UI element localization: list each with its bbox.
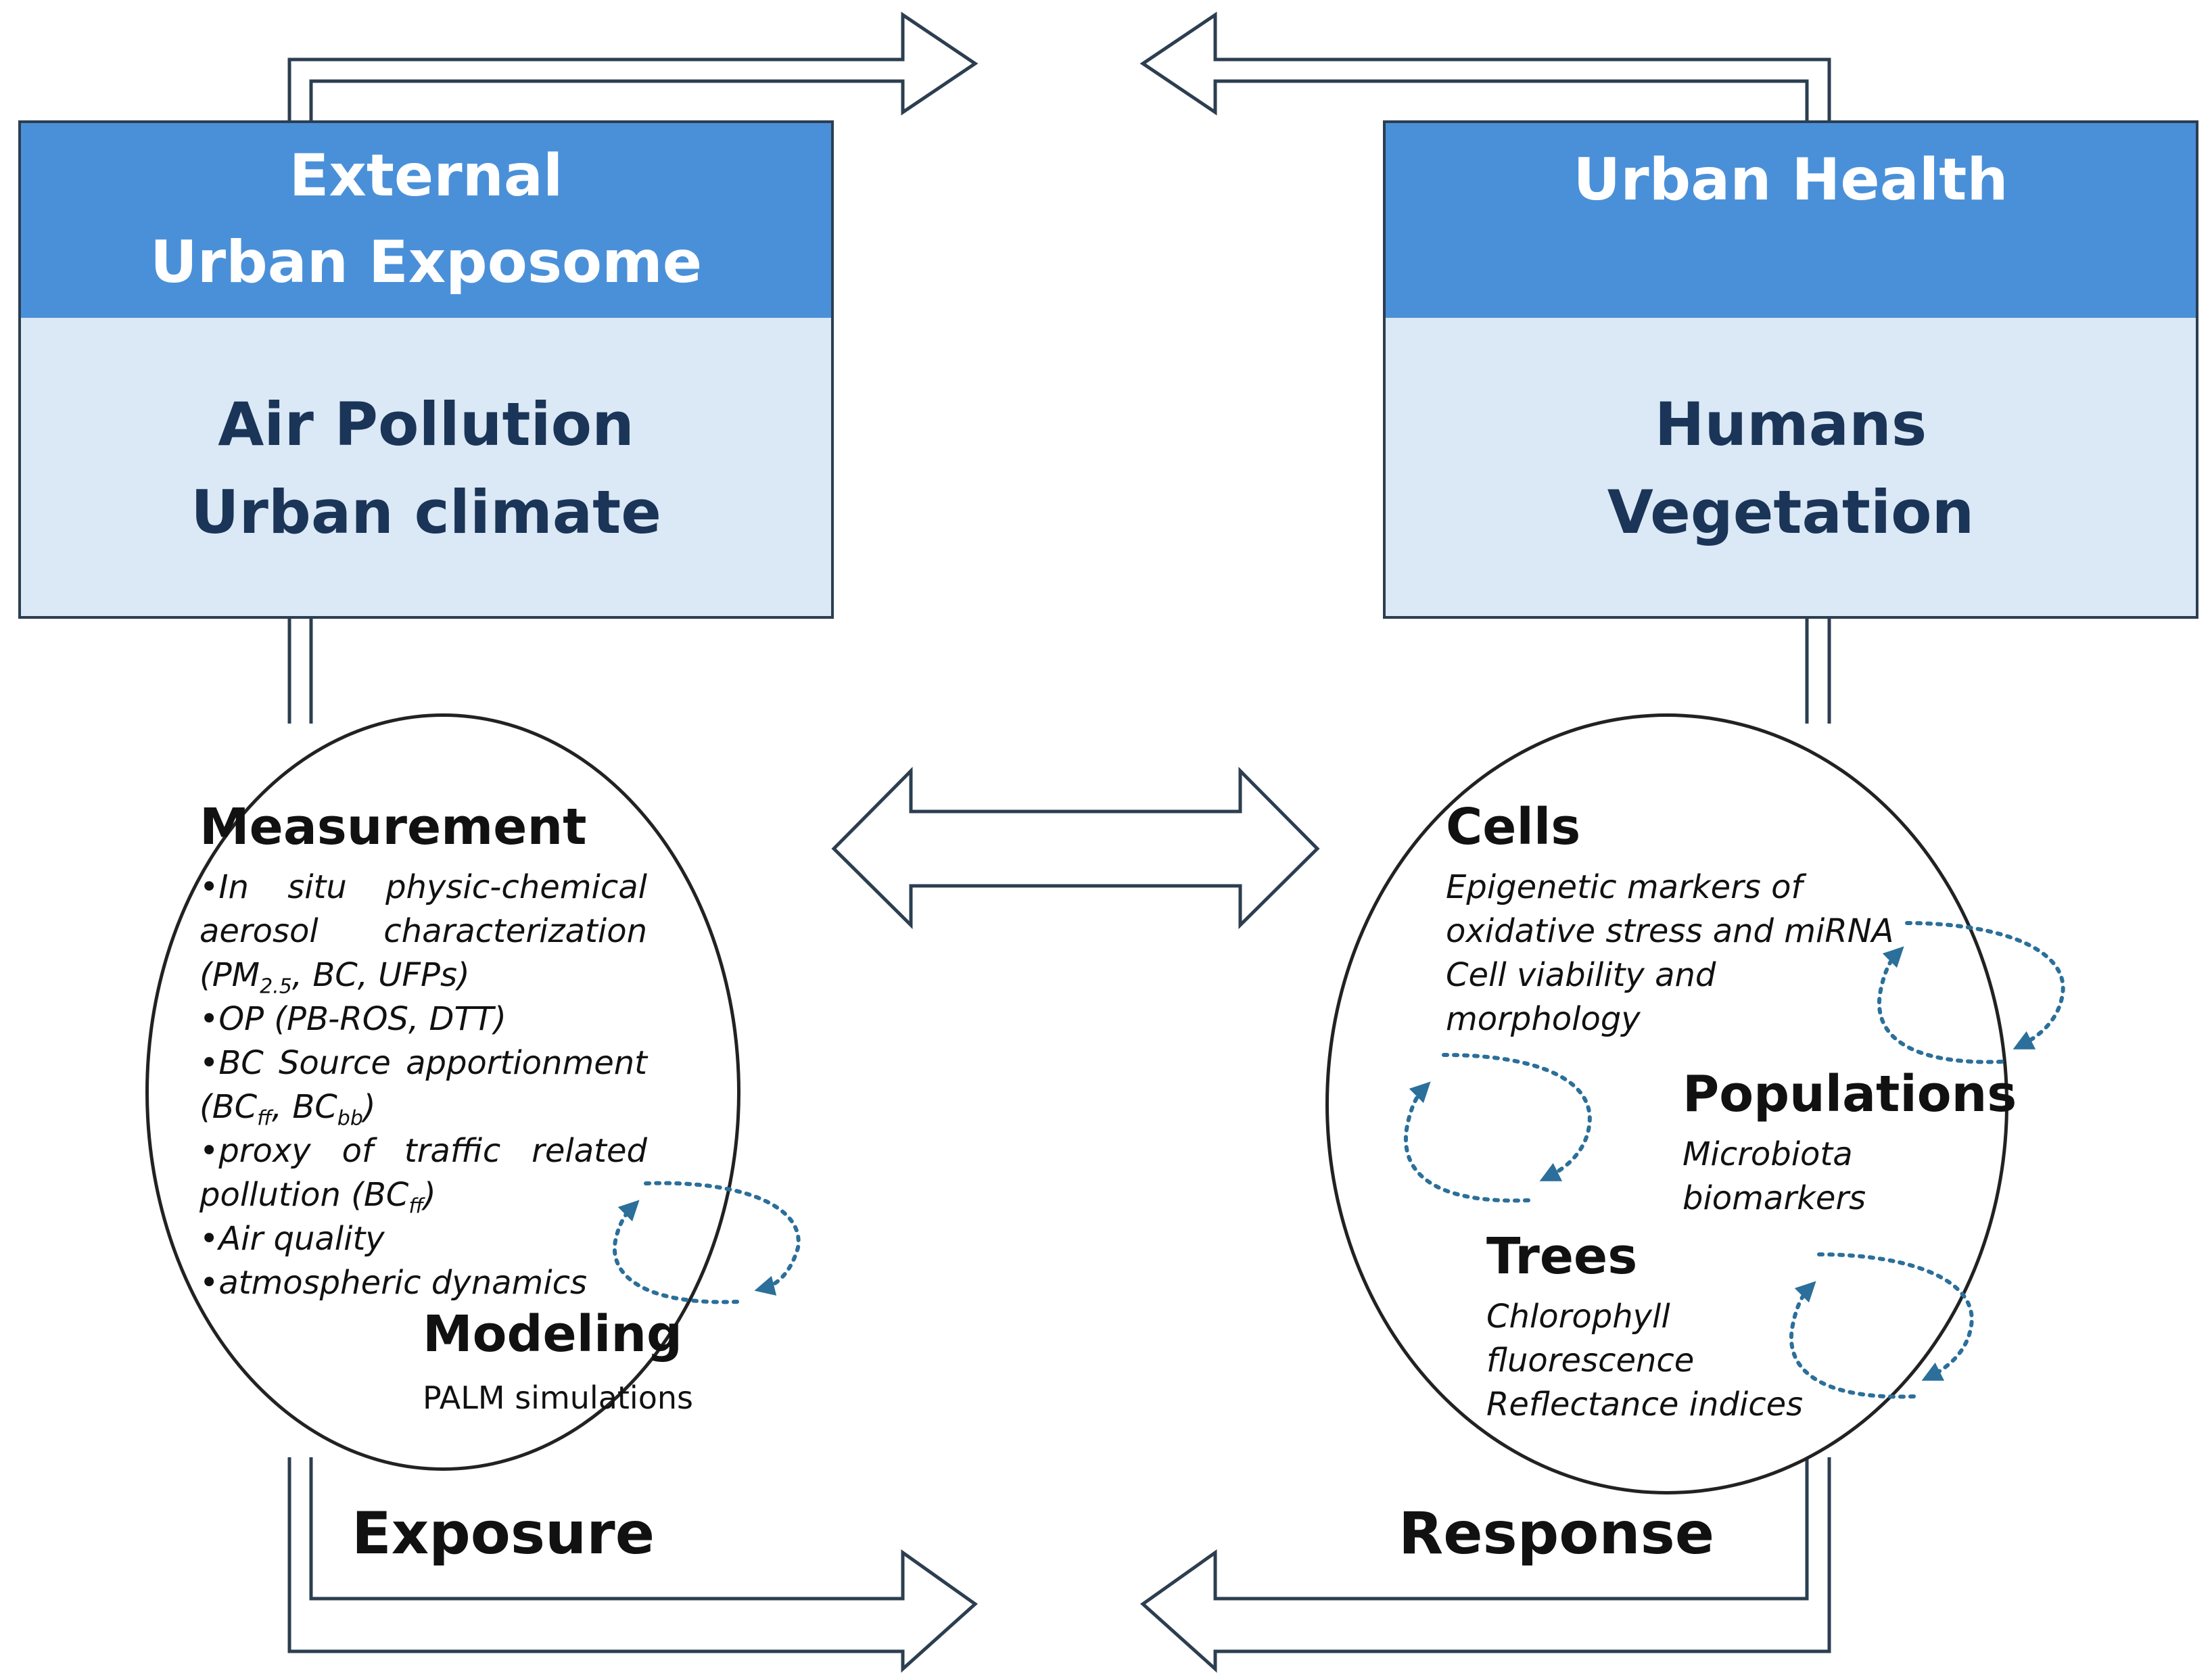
top-right-arrow	[287, 11, 979, 120]
left-connector	[287, 619, 313, 724]
trees-heading: Trees	[1486, 1227, 1638, 1286]
right-header-line1: Urban Health	[1573, 146, 2008, 214]
measurement-line-5: •BC Source apportionment	[199, 1044, 647, 1082]
cycle-arrow-icon	[644, 1181, 801, 1296]
modeling-text: PALM simulations	[423, 1380, 693, 1416]
exposure-circle	[145, 713, 740, 1471]
measurement-line-9: •Air quality	[199, 1220, 385, 1258]
exposure-label: Exposure	[352, 1500, 655, 1568]
cycle-arrow-icon	[1442, 1053, 1592, 1181]
measurement-line-2: aerosol characterization	[199, 912, 647, 950]
center-double-arrow	[831, 766, 1320, 929]
measurement-line-7: •proxy of traffic related	[199, 1132, 647, 1170]
measurement-line-6: (BCff, BCbb)	[199, 1088, 376, 1131]
bottom-left-arrow	[1140, 1457, 1831, 1673]
bottom-right-arrow	[287, 1457, 978, 1673]
response-label: Response	[1398, 1500, 1715, 1568]
populations-heading: Populations	[1682, 1065, 2017, 1123]
measurement-line-3: (PM2.5, BC, UFPs)	[199, 956, 470, 999]
measurement-line-10: •atmospheric dynamics	[199, 1264, 588, 1302]
trees-line-3: Reflectance indices	[1486, 1386, 1804, 1423]
cycle-arrow-icon	[1817, 1252, 1974, 1381]
urban-health-body: Humans Vegetation	[1383, 318, 2198, 619]
right-connector	[1805, 619, 1831, 724]
measurement-line-1: •In situ physic-chemical	[199, 868, 647, 906]
cycle-arrow-icon	[1403, 1081, 1530, 1203]
trees-line-1: Chlorophyll	[1486, 1298, 1670, 1336]
left-header-line1: External	[289, 142, 563, 210]
urban-health-header: Urban Health	[1383, 120, 2198, 318]
cells-heading: Cells	[1446, 798, 1581, 856]
external-urban-exposome-body: Air Pollution Urban climate	[18, 318, 834, 619]
response-circle	[1325, 713, 2008, 1494]
trees-line-2: fluorescence	[1486, 1342, 1695, 1380]
cells-line-2: oxidative stress and miRNA	[1446, 912, 1894, 950]
cycle-arrow-icon	[612, 1200, 739, 1304]
cells-line-1: Epigenetic markers of	[1446, 868, 1803, 906]
cycle-arrow-icon	[1789, 1281, 1916, 1399]
cycle-arrow-icon	[1877, 946, 2004, 1064]
populations-line-2: biomarkers	[1682, 1179, 1866, 1217]
left-body-line2: Urban climate	[191, 477, 661, 547]
left-header-line2: Urban Exposome	[149, 229, 703, 296]
measurement-heading: Measurement	[199, 798, 587, 856]
top-left-arrow	[1139, 11, 1831, 120]
right-body-line2: Vegetation	[1607, 477, 1975, 547]
external-urban-exposome-header: External Urban Exposome	[18, 120, 834, 318]
populations-line-1: Microbiota	[1682, 1135, 1853, 1173]
cells-line-3: Cell viability and	[1446, 956, 1716, 994]
modeling-heading: Modeling	[423, 1305, 683, 1363]
cells-line-4: morphology	[1446, 1000, 1641, 1038]
measurement-line-4: •OP (PB-ROS, DTT)	[199, 1000, 507, 1038]
cycle-arrow-icon	[1905, 921, 2065, 1050]
measurement-line-8: pollution (BCff)	[199, 1176, 436, 1219]
left-body-line1: Air Pollution	[218, 389, 634, 459]
right-body-line1: Humans	[1654, 389, 1927, 459]
